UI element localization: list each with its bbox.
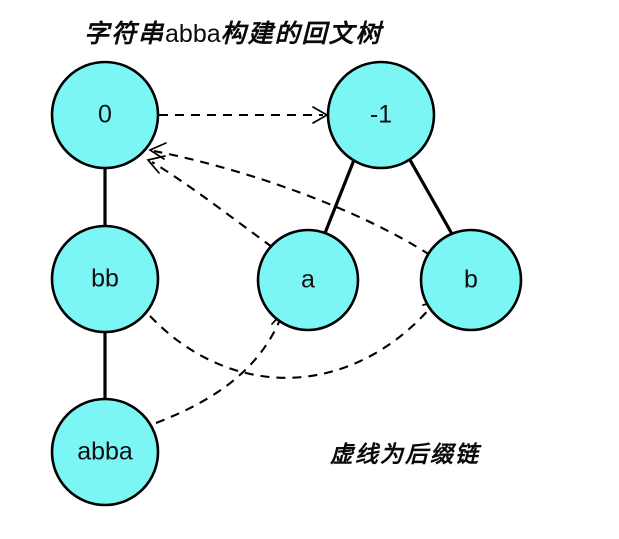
tree-edge-rootm1-b bbox=[408, 159, 454, 235]
legend-label: 虚线为后缀链 bbox=[330, 441, 482, 468]
node-label-abba: abba bbox=[77, 438, 133, 466]
node-label-b: b bbox=[464, 266, 478, 294]
node-label-a: a bbox=[301, 266, 315, 294]
node-label-bb: bb bbox=[91, 265, 119, 293]
node-abba[interactable]: abba bbox=[50, 397, 160, 507]
title-prefix: 字符串 bbox=[84, 19, 165, 48]
node-circle-abba[interactable] bbox=[50, 397, 160, 507]
node-circle-a[interactable] bbox=[256, 228, 360, 332]
title-suffix: 构建的回文树 bbox=[221, 19, 385, 48]
arrowhead-into-root0-from-a bbox=[146, 155, 166, 174]
suffix-link-b-root0 bbox=[153, 149, 431, 256]
node-rootm1[interactable]: -1 bbox=[326, 60, 436, 170]
suffix-link-a-root0 bbox=[151, 161, 273, 248]
suffix-link-bb-b bbox=[149, 305, 433, 379]
node-label-root0: 0 bbox=[98, 101, 112, 129]
node-circle-root0[interactable] bbox=[50, 60, 160, 170]
node-circle-bb[interactable] bbox=[50, 224, 160, 334]
node-circle-rootm1[interactable] bbox=[326, 60, 436, 170]
node-bb[interactable]: bb bbox=[50, 224, 160, 334]
node-root0[interactable]: 0 bbox=[50, 60, 160, 170]
node-circle-b[interactable] bbox=[419, 228, 523, 332]
suffix-link-abba-a bbox=[155, 314, 283, 424]
diagram-title: 字符串abba构建的回文树 bbox=[84, 19, 385, 48]
arrowhead-into-root0-from-b bbox=[148, 142, 167, 160]
title-string: abba bbox=[165, 20, 221, 48]
node-label-rootm1: -1 bbox=[370, 101, 392, 129]
node-a[interactable]: a bbox=[256, 228, 360, 332]
node-b[interactable]: b bbox=[419, 228, 523, 332]
tree-edge-rootm1-a bbox=[323, 159, 356, 234]
